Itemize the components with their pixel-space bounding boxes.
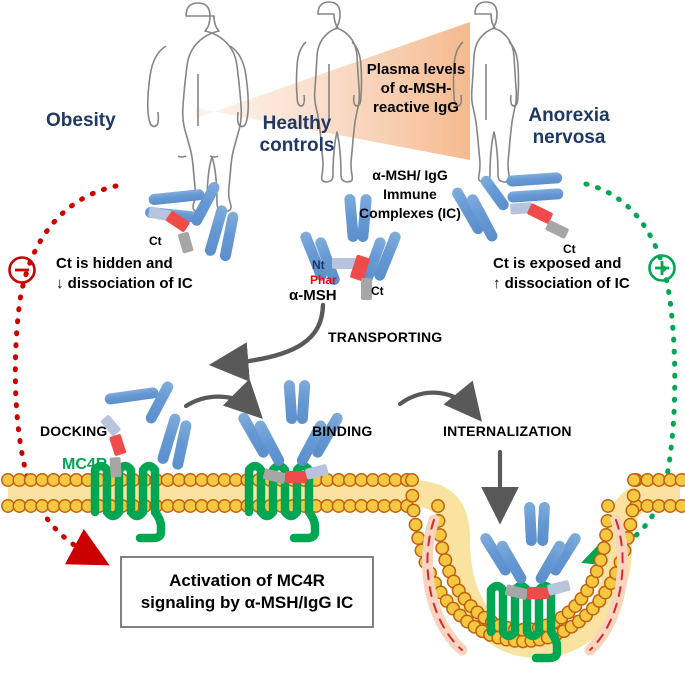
ic-caption-line3: Complexes (IC) <box>359 205 461 221</box>
binding-to-internalization-arrow <box>397 380 482 422</box>
label-obesity: Obesity <box>46 110 116 131</box>
label-healthy-controls-line1: Healthy <box>262 113 332 134</box>
plasma-gradient-caption-line1: Plasma levels <box>366 61 466 78</box>
mc4r-receptor-docking <box>95 466 161 538</box>
alpha-msh-peptide-hidden <box>148 206 194 254</box>
peptide-segment-phar-label: Phar <box>310 273 337 287</box>
stimulation-dotted-path <box>581 181 678 569</box>
peptide-segment-ct-label: Ct <box>371 284 384 298</box>
internalization-halo <box>421 514 629 656</box>
activation-outcome-box: Activation of MC4R signaling by α-MSH/Ig… <box>120 556 374 628</box>
alpha-msh-label: α-MSH <box>289 287 337 304</box>
right-branch-text-line2: ↑ dissociation of IC <box>493 275 630 292</box>
left-branch-text-line1: Ct is hidden and <box>56 255 173 272</box>
plasma-gradient-wedge <box>196 22 470 160</box>
left-branch-text-line2: ↓ dissociation of IC <box>56 275 193 292</box>
membrane-tail-core <box>8 480 680 658</box>
mc4r-label: MC4R <box>62 456 108 473</box>
outcome-line2: signaling by α-MSH/IgG IC <box>140 593 354 612</box>
person-obesity-silhouette <box>146 2 250 213</box>
plasma-gradient-caption-line3: reactive IgG <box>373 99 459 116</box>
antibody-obesity-ct-hidden <box>145 182 239 262</box>
plasma-gradient-caption-line2: of α-MSH- <box>380 80 452 97</box>
antibody-docking <box>100 381 192 478</box>
antibody-binding <box>238 380 343 484</box>
step-label-binding: BINDING <box>312 423 373 439</box>
peptide-segment-nt-label: Nt <box>312 258 325 272</box>
inhibition-dotted-path <box>12 183 119 566</box>
step-label-internalization: INTERNALIZATION <box>443 423 572 439</box>
transporting-label: TRANSPORTING <box>328 329 443 345</box>
ct-label-right: Ct <box>563 242 576 256</box>
person-healthy-controls-silhouette <box>295 1 363 183</box>
ct-label-left: Ct <box>149 234 162 248</box>
ic-caption-line2: Immune <box>383 186 437 202</box>
label-anorexia-line1: Anorexia <box>528 105 610 126</box>
antibody-immune-complex-center <box>300 194 401 300</box>
docking-to-binding-arrow <box>183 378 263 419</box>
label-anorexia-line2: nervosa <box>532 127 606 148</box>
ic-caption-line1: α-MSH/ IgG <box>372 167 448 183</box>
step-label-docking: DOCKING <box>40 423 108 439</box>
right-branch-text-line1: Ct is exposed and <box>493 255 622 272</box>
antibody-internalized <box>480 502 581 600</box>
alpha-msh-peptide-bound <box>332 254 372 300</box>
label-healthy-controls-line2: controls <box>259 135 335 156</box>
outcome-line1: Activation of MC4R <box>169 571 325 591</box>
alpha-msh-peptide-exposed <box>510 202 569 239</box>
person-anorexia-nervosa-silhouette <box>452 1 520 183</box>
transporting-arrow <box>208 302 326 382</box>
antibody-anorexia-ct-exposed <box>452 172 569 242</box>
